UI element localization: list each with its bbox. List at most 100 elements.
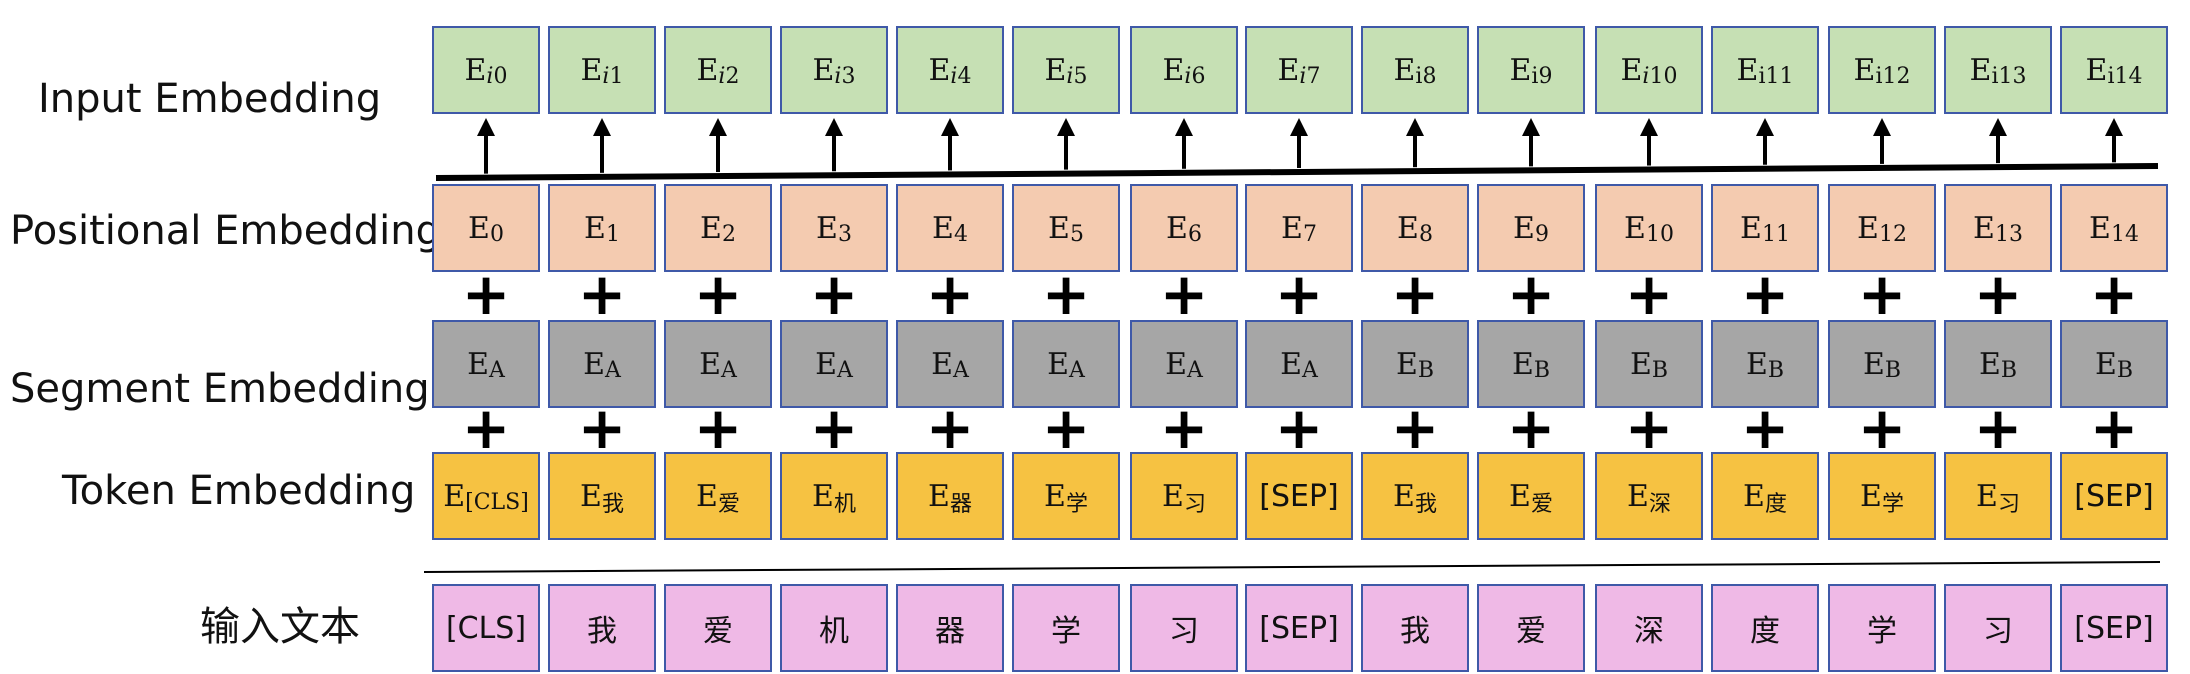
- cell-subscript: A: [1069, 357, 1085, 383]
- cell-base: E: [1397, 210, 1419, 246]
- cell-base: E: [1281, 210, 1303, 246]
- cell-subscript: [CLS]: [465, 489, 529, 515]
- cell-subscript: 习: [1997, 492, 2020, 517]
- cell-subscript: A: [489, 357, 505, 383]
- cell-base: E: [2094, 346, 2117, 382]
- input-text-cell: 机: [780, 584, 888, 672]
- cell-subscript: i14: [2107, 63, 2143, 89]
- cell-subscript: 7: [1302, 221, 1317, 247]
- cell-subscript: 习: [1183, 492, 1206, 517]
- cell-subscript: i6: [1184, 63, 1206, 89]
- summation-line: [435, 163, 2159, 181]
- cell-subscript: i4: [950, 63, 972, 89]
- cell-base: [SEP]: [2074, 610, 2154, 646]
- cell-subscript: B: [1651, 357, 1669, 383]
- cell-subscript: A: [1302, 357, 1318, 383]
- arrow-up-icon: [941, 118, 959, 136]
- cell-subscript: 度: [1764, 492, 1787, 517]
- cell-base: [SEP]: [2074, 478, 2154, 514]
- cell-base: E: [1857, 210, 1879, 246]
- cell-base: 爱: [1516, 614, 1546, 649]
- input-text-cell: 爱: [664, 584, 772, 672]
- cell-subscript: i12: [1875, 63, 1911, 89]
- cell-base: 我: [1400, 614, 1430, 649]
- cell-subscript: 2: [721, 221, 736, 247]
- cell-base: E: [583, 346, 605, 382]
- cell-subscript: 机: [833, 492, 856, 517]
- cell-subscript: i13: [1991, 63, 2027, 89]
- cell-base: E: [1047, 346, 1069, 382]
- cell-base: E: [812, 52, 835, 88]
- cell-base: E: [1629, 346, 1652, 382]
- cell-subscript: 12: [1878, 221, 1907, 247]
- cell-subscript: 6: [1187, 221, 1202, 247]
- cell-subscript: A: [605, 357, 621, 383]
- input-text-cell: 习: [1130, 584, 1238, 672]
- arrow-up-icon: [1522, 118, 1540, 136]
- cell-base: E: [928, 478, 950, 514]
- cell-base: E: [1627, 478, 1649, 514]
- cell-base: 学: [1867, 614, 1897, 649]
- cell-base: E: [1743, 478, 1765, 514]
- cell-base: E: [1973, 210, 1995, 246]
- cell-subscript: i9: [1531, 63, 1553, 89]
- cell-subscript: 爱: [717, 492, 740, 517]
- arrow-up-icon: [593, 118, 611, 136]
- cell-subscript: i8: [1415, 63, 1437, 89]
- cell-base: E: [1509, 52, 1532, 88]
- cell-base: E: [1280, 346, 1302, 382]
- cell-base: E: [2089, 210, 2111, 246]
- input-text-cell: 学: [1828, 584, 1936, 672]
- segment-embedding-label: Segment Embedding: [10, 366, 430, 412]
- cell-base: E: [931, 346, 953, 382]
- cell-base: E: [700, 210, 722, 246]
- cell-subscript: i3: [834, 63, 856, 89]
- cell-base: 器: [935, 614, 965, 649]
- cell-base: 我: [587, 614, 617, 649]
- cell-base: E: [1860, 478, 1882, 514]
- cell-subscript: 9: [1534, 221, 1549, 247]
- cell-base: E: [1620, 52, 1643, 88]
- cell-subscript: 爱: [1530, 492, 1553, 517]
- cell-subscript: 我: [1414, 492, 1437, 517]
- cell-subscript: B: [2000, 357, 2018, 383]
- cell-subscript: 器: [949, 492, 972, 517]
- arrow-up-icon: [2105, 118, 2123, 136]
- arrow-up-icon: [1756, 118, 1774, 136]
- input-text-label: 输入文本: [200, 604, 360, 650]
- cell-subscript: 3: [837, 221, 852, 247]
- arrow-up-icon: [1175, 118, 1193, 136]
- cell-subscript: B: [1767, 357, 1785, 383]
- cell-base: 学: [1051, 614, 1081, 649]
- cell-base: E: [1044, 52, 1067, 88]
- cell-base: 爱: [703, 614, 733, 649]
- cell-subscript: B: [2116, 357, 2134, 383]
- input-text-cell: 器: [896, 584, 1004, 672]
- input-text-cell: [SEP]: [1245, 584, 1353, 672]
- cell-base: E: [1509, 478, 1531, 514]
- cell-base: E: [1624, 210, 1646, 246]
- cell-base: E: [1044, 478, 1066, 514]
